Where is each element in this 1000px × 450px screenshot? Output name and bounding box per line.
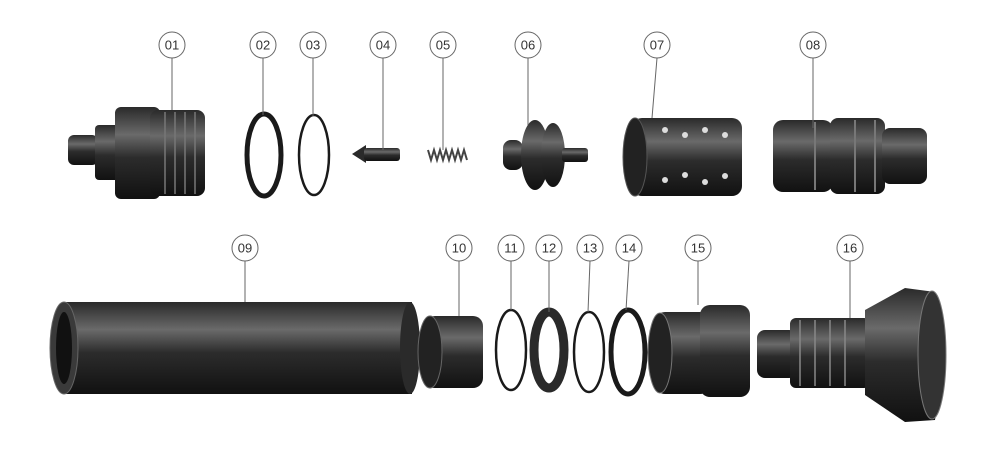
- part-07-piston-case: [622, 117, 742, 197]
- callout-06: 06: [514, 31, 542, 125]
- callout-13: 13: [576, 234, 604, 313]
- callout-circle: [836, 234, 864, 262]
- part-02-o-ring: [244, 111, 284, 199]
- callout-group: 01 02 03 04 05 06 07 08 09 10 11 12 13 14 15 16: [158, 31, 864, 318]
- part-08-piston: [773, 118, 927, 194]
- callout-number: 12: [542, 241, 556, 256]
- leader-line: [625, 260, 630, 311]
- callout-circle: [684, 234, 712, 262]
- callout-11: 11: [497, 234, 525, 310]
- callout-number: 13: [583, 241, 597, 256]
- callout-circle: [249, 31, 277, 59]
- callout-07: 07: [643, 31, 671, 119]
- callout-circle: [497, 234, 525, 262]
- part-15-chuck: [647, 305, 750, 397]
- callout-01: 01: [158, 31, 186, 110]
- part-01-top-sub: [68, 107, 205, 199]
- callout-circle: [799, 31, 827, 59]
- part-12-retaining-ring: [529, 307, 569, 393]
- part-10-guide-sleeve: [417, 315, 483, 389]
- callout-number: 06: [521, 38, 535, 53]
- leader-line: [651, 57, 658, 119]
- callout-15: 15: [684, 234, 712, 305]
- callout-number: 10: [452, 241, 466, 256]
- callout-number: 09: [238, 241, 252, 256]
- callout-circle: [535, 234, 563, 262]
- part-09-outer-cylinder: [49, 301, 420, 395]
- part-04-check-valve-pin: [352, 145, 400, 163]
- callout-number: 01: [165, 38, 179, 53]
- callout-09: 09: [231, 234, 259, 302]
- leader-line: [587, 260, 591, 313]
- callout-number: 08: [806, 38, 820, 53]
- callout-circle: [299, 31, 327, 59]
- callout-number: 11: [504, 241, 518, 256]
- part-11-o-ring: [494, 308, 528, 392]
- callout-circle: [514, 31, 542, 59]
- part-14-o-ring: [608, 307, 648, 397]
- part-13-o-ring: [572, 310, 606, 394]
- callout-08: 08: [799, 31, 827, 128]
- callout-circle: [576, 234, 604, 262]
- callout-circle: [615, 234, 643, 262]
- part-16-drill-bit: [757, 288, 947, 422]
- part-05-spring: [427, 146, 468, 164]
- callout-05: 05: [429, 31, 457, 150]
- callout-circle: [429, 31, 457, 59]
- part-06-valve: [503, 120, 588, 190]
- callout-circle: [369, 31, 397, 59]
- callout-circle: [445, 234, 473, 262]
- callout-10: 10: [445, 234, 473, 316]
- callout-circle: [231, 234, 259, 262]
- callout-circle: [643, 31, 671, 59]
- callout-number: 05: [436, 38, 450, 53]
- callout-03: 03: [299, 31, 327, 116]
- callout-number: 03: [306, 38, 320, 53]
- callout-12: 12: [535, 234, 563, 312]
- callout-16: 16: [836, 234, 864, 318]
- callout-number: 04: [376, 38, 390, 53]
- callout-circle: [158, 31, 186, 59]
- callout-number: 02: [256, 38, 270, 53]
- callout-14: 14: [615, 234, 643, 311]
- callout-number: 15: [691, 241, 705, 256]
- callout-number: 14: [622, 241, 636, 256]
- callout-02: 02: [249, 31, 277, 115]
- part-03-o-ring: [297, 113, 331, 197]
- callout-number: 16: [843, 241, 857, 256]
- callout-04: 04: [369, 31, 397, 150]
- callout-number: 07: [650, 38, 664, 53]
